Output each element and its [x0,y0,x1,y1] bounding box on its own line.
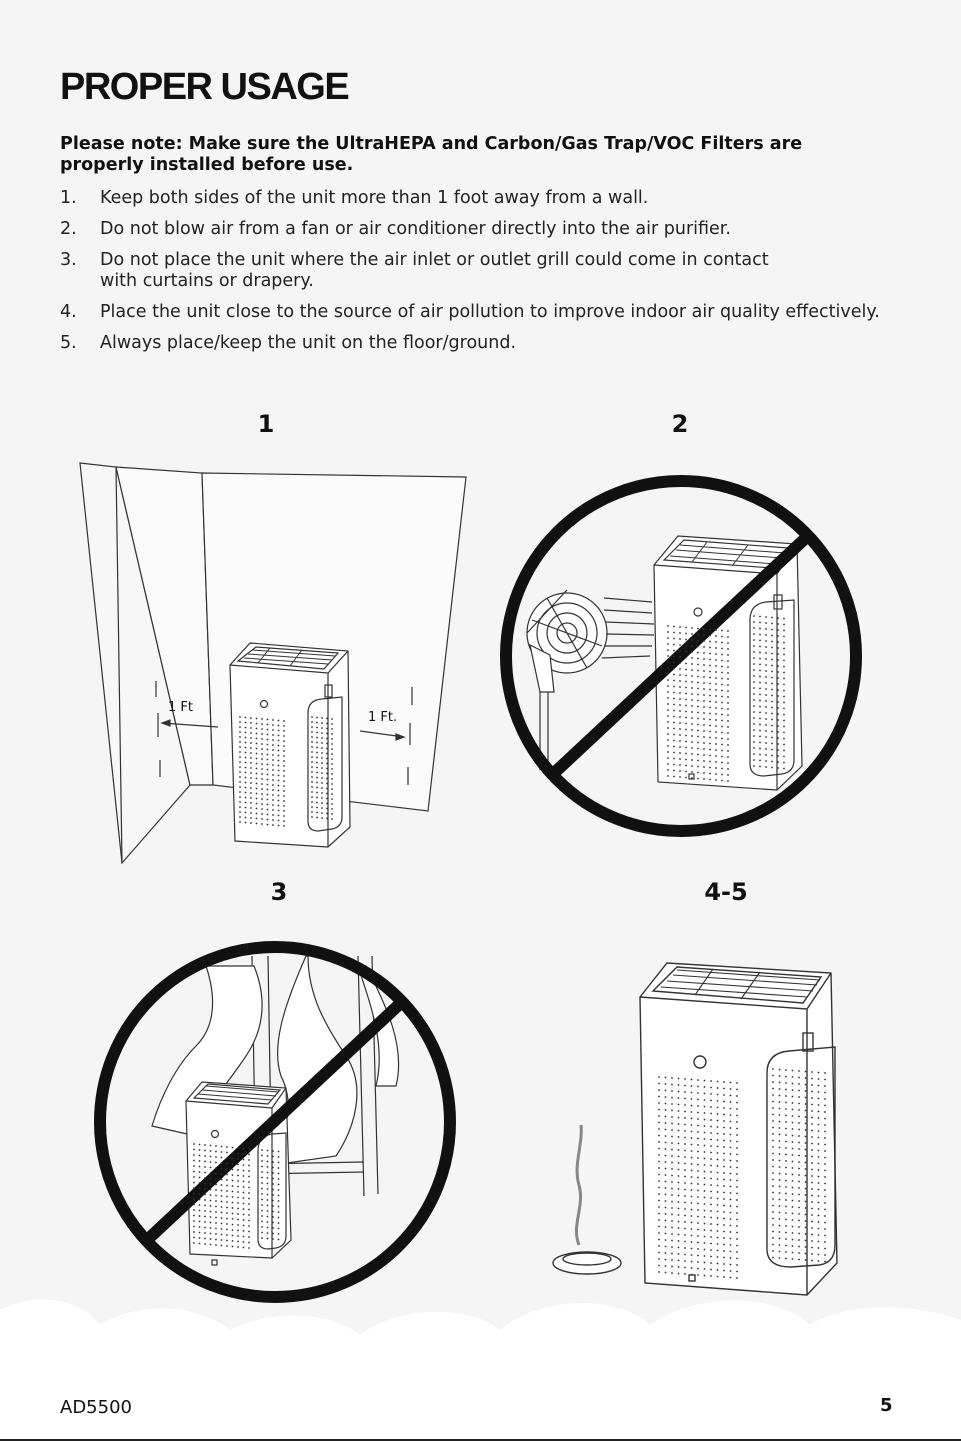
page-number: 5 [880,1395,893,1416]
step-text: Keep both sides of the unit more than 1 … [100,188,649,208]
cloud-background [0,1299,961,1440]
step-number: 2. [60,219,77,239]
perforation-dots [193,1143,250,1249]
list-item: 5. Always place/keep the unit on the floo… [60,333,920,354]
usage-note: Please note: Make sure the UltraHEPA and… [60,134,803,175]
step-number: 1. [60,188,77,208]
list-item: 3. Do not place the unit where the air in… [60,250,780,292]
step-number: 3. [60,250,77,270]
step-number: 5. [60,333,77,353]
perforation-dots [753,615,785,770]
step-number: 4. [60,302,77,322]
figure-3-label: 3 [270,878,288,906]
list-item: 4. Place the unit close to the source of … [60,302,920,323]
perforation-dots [239,716,285,827]
figure-2-label: 2 [671,410,689,438]
figure-1-label: 1 [257,410,275,438]
page-title: PROPER USAGE [60,66,350,108]
step-text: Do not place the unit where the air inle… [100,250,769,291]
step-text: Do not blow air from a fan or air condit… [100,219,731,239]
perforation-dots [667,625,729,782]
list-item: 1. Keep both sides of the unit more than … [60,188,920,209]
perforation-dots [261,1149,280,1241]
step-text: Always place/keep the unit on the floor/… [100,333,517,353]
model-number: AD5500 [60,1397,132,1418]
right-distance-label: 1 Ft. [368,710,397,725]
usage-steps-list: 1. Keep both sides of the unit more than … [60,188,920,364]
figure-4-5-label: 4-5 [704,878,748,906]
perforation-dots [658,1076,738,1279]
step-text: Place the unit close to the source of ai… [100,302,880,322]
perforation-dots [311,716,333,820]
figure-2-illustration [500,475,862,837]
figure-1-illustration: 1 Ft 1 Ft. [79,462,467,865]
perforation-dots [772,1068,826,1263]
figure-3-illustration [94,941,456,1303]
bottom-rule [0,1439,961,1441]
list-item: 2. Do not blow air from a fan or air cond… [60,219,920,240]
left-distance-label: 1 Ft [168,700,193,715]
figure-4-5-illustration [552,962,838,1296]
